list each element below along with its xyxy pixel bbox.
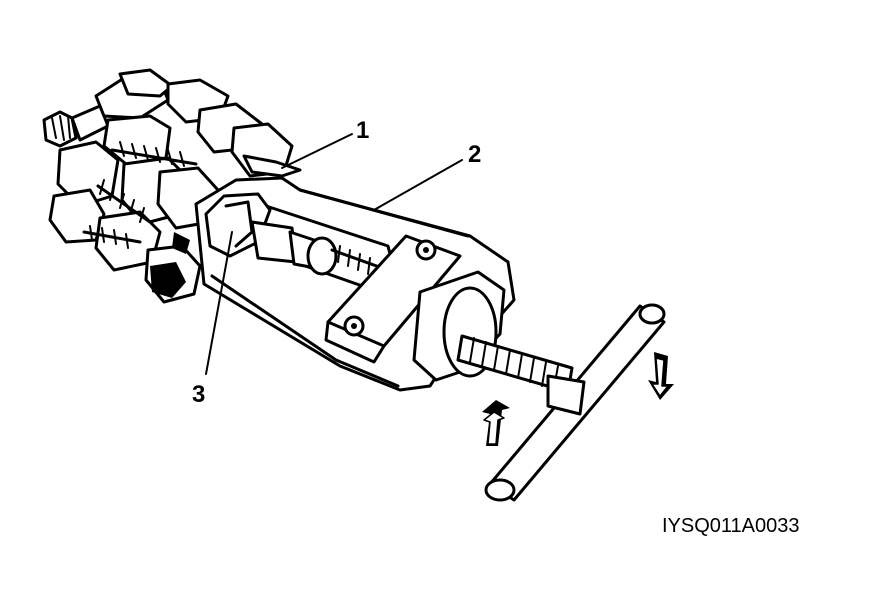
arrow-down-icon [648,352,674,400]
callout-label-1: 1 [356,117,369,144]
callout-label-2: 2 [468,141,481,168]
screw-handle [456,303,666,502]
callout-leaders [205,133,463,375]
figure-code: IYSQ011A0033 [662,515,800,537]
arrow-up-icon [482,400,510,446]
shaft-end [42,104,110,148]
armature-assembly [42,68,302,304]
callout-label-3: 3 [192,381,205,408]
